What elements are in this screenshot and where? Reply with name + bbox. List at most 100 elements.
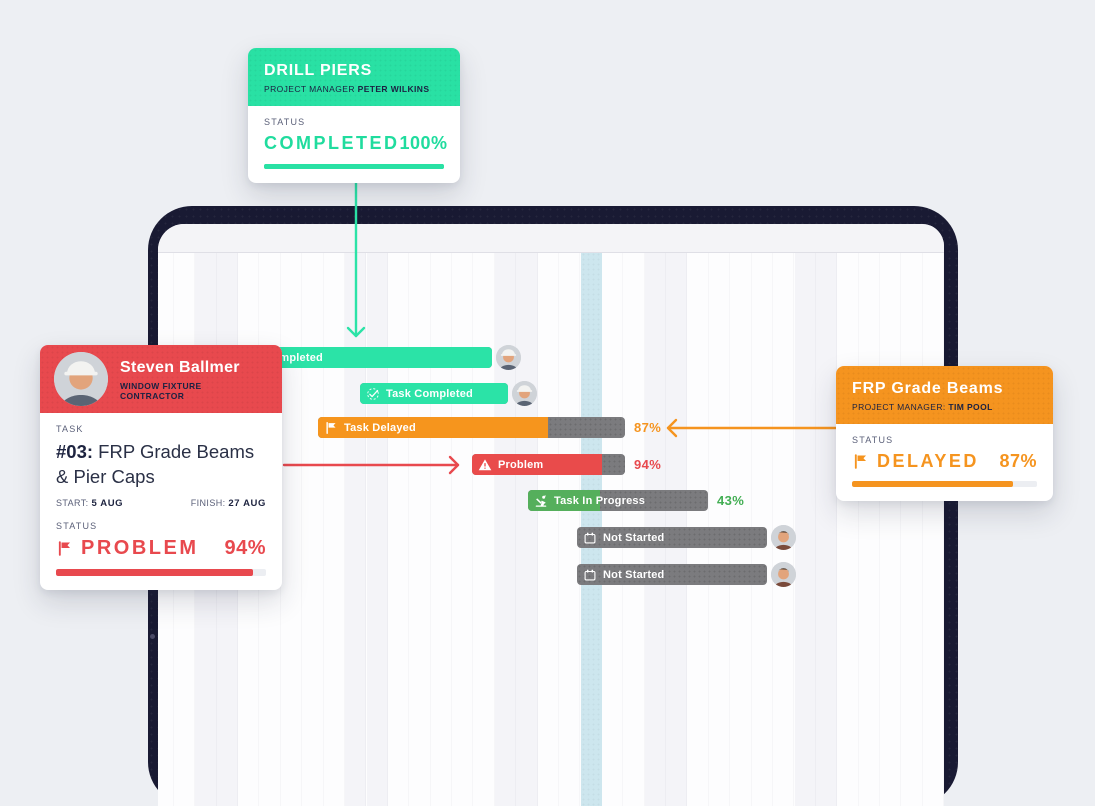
day-column-34-we bbox=[880, 252, 901, 806]
frp-card-title: FRP Grade Beams bbox=[852, 380, 1004, 397]
bar-label: Task Delayed bbox=[344, 421, 416, 434]
frp-card-subtitle: PROJECT MANAGER: TIM POOL bbox=[852, 402, 1037, 412]
day-column-6-we bbox=[281, 252, 302, 806]
contractor-dates-row: START: 5 AUG FINISH: 27 AUG bbox=[56, 498, 266, 509]
task-card-drill-piers[interactable]: DRILL PIERS PROJECT MANAGER PETER WILKIN… bbox=[248, 48, 460, 183]
contractor-progress-bar bbox=[56, 569, 266, 576]
drill-status-percent: 100% bbox=[399, 133, 448, 153]
bar-label: Task Completed bbox=[386, 387, 473, 400]
page-background: ThFrSaSuMoTuWeThFrSaSuMoTuWeThFrSaSuMoTu… bbox=[40, 48, 1053, 806]
task-card-frp-grade-beams[interactable]: FRP Grade Beams PROJECT MANAGER: TIM POO… bbox=[836, 366, 1053, 501]
tablet-camera-dot bbox=[150, 634, 155, 639]
calendar-header bbox=[158, 224, 944, 253]
assignee-avatar[interactable] bbox=[771, 525, 796, 550]
contractor-name: Steven Ballmer bbox=[120, 358, 240, 376]
day-column-33-tu bbox=[859, 252, 880, 806]
bar-content: Not Started bbox=[577, 564, 767, 585]
contractor-status-row: PROBLEM 94% bbox=[56, 537, 266, 560]
frp-status-value: DELAYED bbox=[877, 451, 979, 471]
day-column-17-su bbox=[516, 252, 538, 806]
day-column-12-tu bbox=[409, 252, 430, 806]
drill-subtitle-prefix: PROJECT MANAGER bbox=[264, 84, 358, 94]
gantt-bar-problem[interactable]: Problem bbox=[472, 454, 625, 475]
frp-card-header: FRP Grade Beams PROJECT MANAGER: TIM POO… bbox=[836, 366, 1053, 424]
contractor-progress-fill bbox=[56, 569, 254, 576]
finish-date: FINISH: 27 AUG bbox=[191, 498, 266, 509]
frp-progress-fill bbox=[852, 481, 1013, 487]
finish-value: 27 AUG bbox=[228, 498, 266, 509]
bar-label: Not Started bbox=[603, 568, 665, 581]
drill-card-header: DRILL PIERS PROJECT MANAGER PETER WILKIN… bbox=[248, 48, 460, 106]
bar-progress-fill bbox=[318, 417, 549, 438]
hardhat-avatar-icon bbox=[54, 352, 108, 406]
worker-icon bbox=[534, 494, 548, 508]
assignee-avatar[interactable] bbox=[512, 381, 537, 406]
task-name: FRP Grade Beams & Pier Caps bbox=[56, 441, 255, 487]
drill-card-subtitle: PROJECT MANAGER PETER WILKINS bbox=[264, 84, 444, 94]
contractor-task-title: #03: FRP Grade Beams & Pier Caps bbox=[56, 439, 266, 489]
drill-status-value: COMPLETED bbox=[264, 133, 400, 153]
contractor-card-steven-ballmer[interactable]: Steven Ballmer WINDOW FIXTURE CONTRACTOR… bbox=[40, 345, 282, 590]
start-label: START: bbox=[56, 498, 92, 508]
bar-percent-label: 87% bbox=[634, 420, 662, 435]
bar-content: Task In Progress bbox=[528, 490, 708, 511]
day-column-11-mo bbox=[388, 252, 409, 806]
bar-content: Task Completed bbox=[360, 383, 508, 404]
start-value: 5 AUG bbox=[91, 498, 124, 509]
drill-manager-name: PETER WILKINS bbox=[357, 84, 430, 94]
frp-status-row: DELAYED 87% bbox=[852, 451, 1037, 472]
day-column-15-fr bbox=[474, 252, 495, 806]
contractor-avatar bbox=[54, 352, 108, 406]
gantt-bar-not-started[interactable]: Not Started bbox=[577, 527, 767, 548]
frp-status-label: STATUS bbox=[852, 435, 894, 445]
today-highlight-column bbox=[580, 237, 602, 806]
bar-label: Not Started bbox=[603, 531, 665, 544]
day-column-31-su bbox=[815, 252, 838, 806]
delayed-flag-icon bbox=[854, 454, 867, 469]
drill-card-title: DRILL PIERS bbox=[264, 62, 373, 79]
bar-content: Task Delayed bbox=[318, 417, 625, 438]
bar-progress-fill bbox=[360, 383, 508, 404]
contractor-role: WINDOW FIXTURE CONTRACTOR bbox=[120, 381, 268, 401]
calendar-icon bbox=[583, 568, 597, 582]
drill-progress-bar bbox=[264, 164, 444, 169]
drill-card-body: STATUS COMPLETED 100% bbox=[248, 106, 460, 183]
day-column-7-th bbox=[302, 252, 323, 806]
contractor-role-text: WINDOW FIXTURE CONTRACTOR bbox=[120, 380, 202, 401]
calendar-icon bbox=[583, 531, 597, 545]
warning-icon bbox=[478, 458, 492, 472]
day-column-32-mo bbox=[837, 252, 858, 806]
gantt-bar-task-in-progress[interactable]: Task In Progress bbox=[528, 490, 708, 511]
contractor-status-label: STATUS bbox=[56, 521, 98, 531]
frp-manager-name: TIM POOL bbox=[948, 402, 993, 412]
frp-progress-bar bbox=[852, 481, 1037, 487]
day-column-14-th bbox=[452, 252, 473, 806]
bar-percent-label: 94% bbox=[634, 457, 662, 472]
gantt-bar-task-delayed[interactable]: Task Delayed bbox=[318, 417, 625, 438]
bar-remaining-track bbox=[577, 527, 767, 548]
gantt-bar-task-completed[interactable]: Task Completed bbox=[360, 383, 508, 404]
contractor-card-header: Steven Ballmer WINDOW FIXTURE CONTRACTOR bbox=[40, 345, 282, 413]
gantt-bar-not-started[interactable]: Not Started bbox=[577, 564, 767, 585]
day-column-9-sa bbox=[345, 252, 367, 806]
contractor-status-percent: 94% bbox=[224, 537, 266, 559]
contractor-header-text: Steven Ballmer WINDOW FIXTURE CONTRACTOR bbox=[120, 358, 268, 401]
problem-flag-icon bbox=[58, 541, 71, 556]
bar-progress-fill bbox=[472, 454, 603, 475]
day-column-10-su bbox=[366, 252, 388, 806]
start-date: START: 5 AUG bbox=[56, 498, 123, 509]
assignee-avatar[interactable] bbox=[496, 345, 521, 370]
day-column-35-th bbox=[902, 252, 923, 806]
day-column-18-mo bbox=[538, 252, 559, 806]
bar-label: Task In Progress bbox=[554, 494, 646, 507]
day-column-13-we bbox=[431, 252, 452, 806]
day-column-30-sa bbox=[794, 252, 816, 806]
day-column-36-fr bbox=[923, 252, 944, 806]
frp-status-percent: 87% bbox=[999, 451, 1037, 471]
task-number: #03: bbox=[56, 441, 94, 462]
day-column-16-sa bbox=[494, 252, 517, 806]
assignee-avatar[interactable] bbox=[771, 562, 796, 587]
day-column-8-fr bbox=[324, 252, 345, 806]
drill-status-row: COMPLETED 100% bbox=[264, 133, 447, 154]
finish-label: FINISH: bbox=[190, 498, 229, 508]
